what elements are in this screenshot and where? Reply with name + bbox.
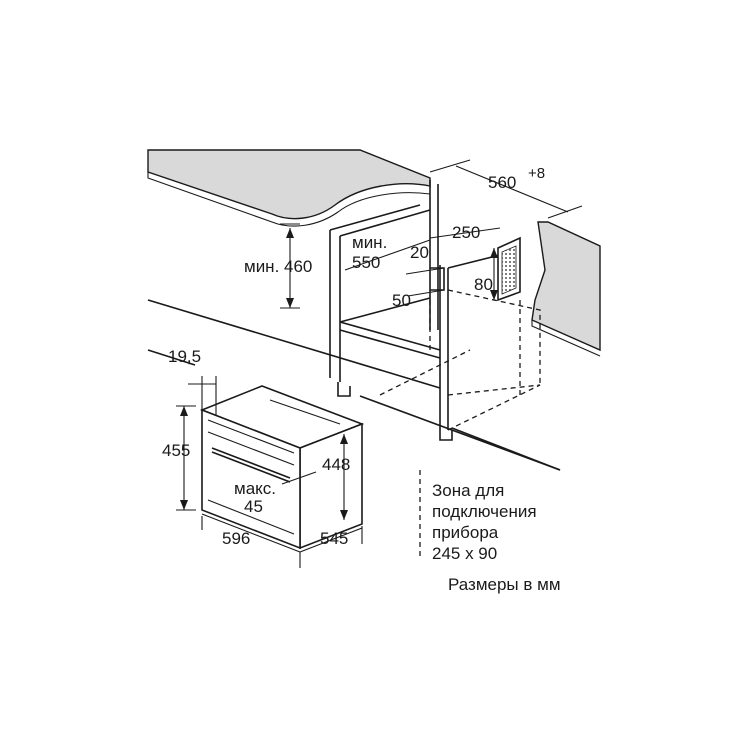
note-line-3: прибора <box>432 523 499 542</box>
floor-lines <box>147 299 561 471</box>
label-height-448: 448 <box>322 455 350 474</box>
dimension-labels: 560 +8 250 20 мин. 550 мин. 460 50 80 19… <box>162 165 545 548</box>
cabinet-niche <box>329 180 521 441</box>
label-height-455: 455 <box>162 441 190 460</box>
note-line-4: 245 x 90 <box>432 544 497 563</box>
label-depth-250: 250 <box>452 223 480 242</box>
label-width-596: 596 <box>222 529 250 548</box>
vent-grille <box>497 236 521 302</box>
countertop-right <box>531 221 601 357</box>
connection-zone-note: Зона для подключения прибора 245 x 90 <box>432 481 537 563</box>
units-note: Размеры в мм <box>448 575 561 594</box>
label-vent-80: 80 <box>474 275 493 294</box>
connection-zone-outline <box>379 289 541 560</box>
arrowheads <box>180 228 498 520</box>
label-gap-20: 20 <box>410 243 429 262</box>
label-min-depth: 550 <box>352 253 380 272</box>
label-min-a: мин. <box>352 233 387 252</box>
label-gap-50: 50 <box>392 291 411 310</box>
note-line-2: подключения <box>432 502 537 521</box>
label-min-460: мин. 460 <box>244 257 312 276</box>
label-max-45: 45 <box>244 497 263 516</box>
label-front-19-5: 19,5 <box>168 347 201 366</box>
label-niche-width: 560 <box>488 173 516 192</box>
label-depth-545: 545 <box>320 529 348 548</box>
dimension-lines <box>176 159 583 568</box>
oven-appliance <box>199 385 365 550</box>
label-max: макс. <box>234 479 276 498</box>
label-niche-tolerance: +8 <box>528 165 545 182</box>
note-line-1: Зона для <box>432 481 504 500</box>
